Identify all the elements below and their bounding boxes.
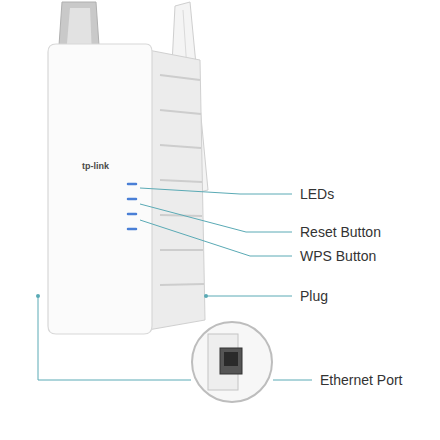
magnifier: [192, 322, 272, 402]
leader-dot: [204, 294, 208, 298]
ethernet-port: [220, 348, 242, 374]
part-label: WPS Button: [300, 248, 376, 265]
part-label: Plug: [300, 288, 328, 305]
fins: [160, 75, 204, 285]
part-label: Ethernet Port: [320, 372, 403, 389]
led-indicators: [128, 184, 136, 229]
ethernet-socket: [224, 352, 238, 366]
leader-dot: [36, 294, 40, 298]
device-front: [48, 44, 152, 334]
part-label: LEDs: [300, 186, 334, 203]
brand-logo: tp-link: [82, 158, 109, 175]
part-label: Reset Button: [300, 224, 381, 241]
